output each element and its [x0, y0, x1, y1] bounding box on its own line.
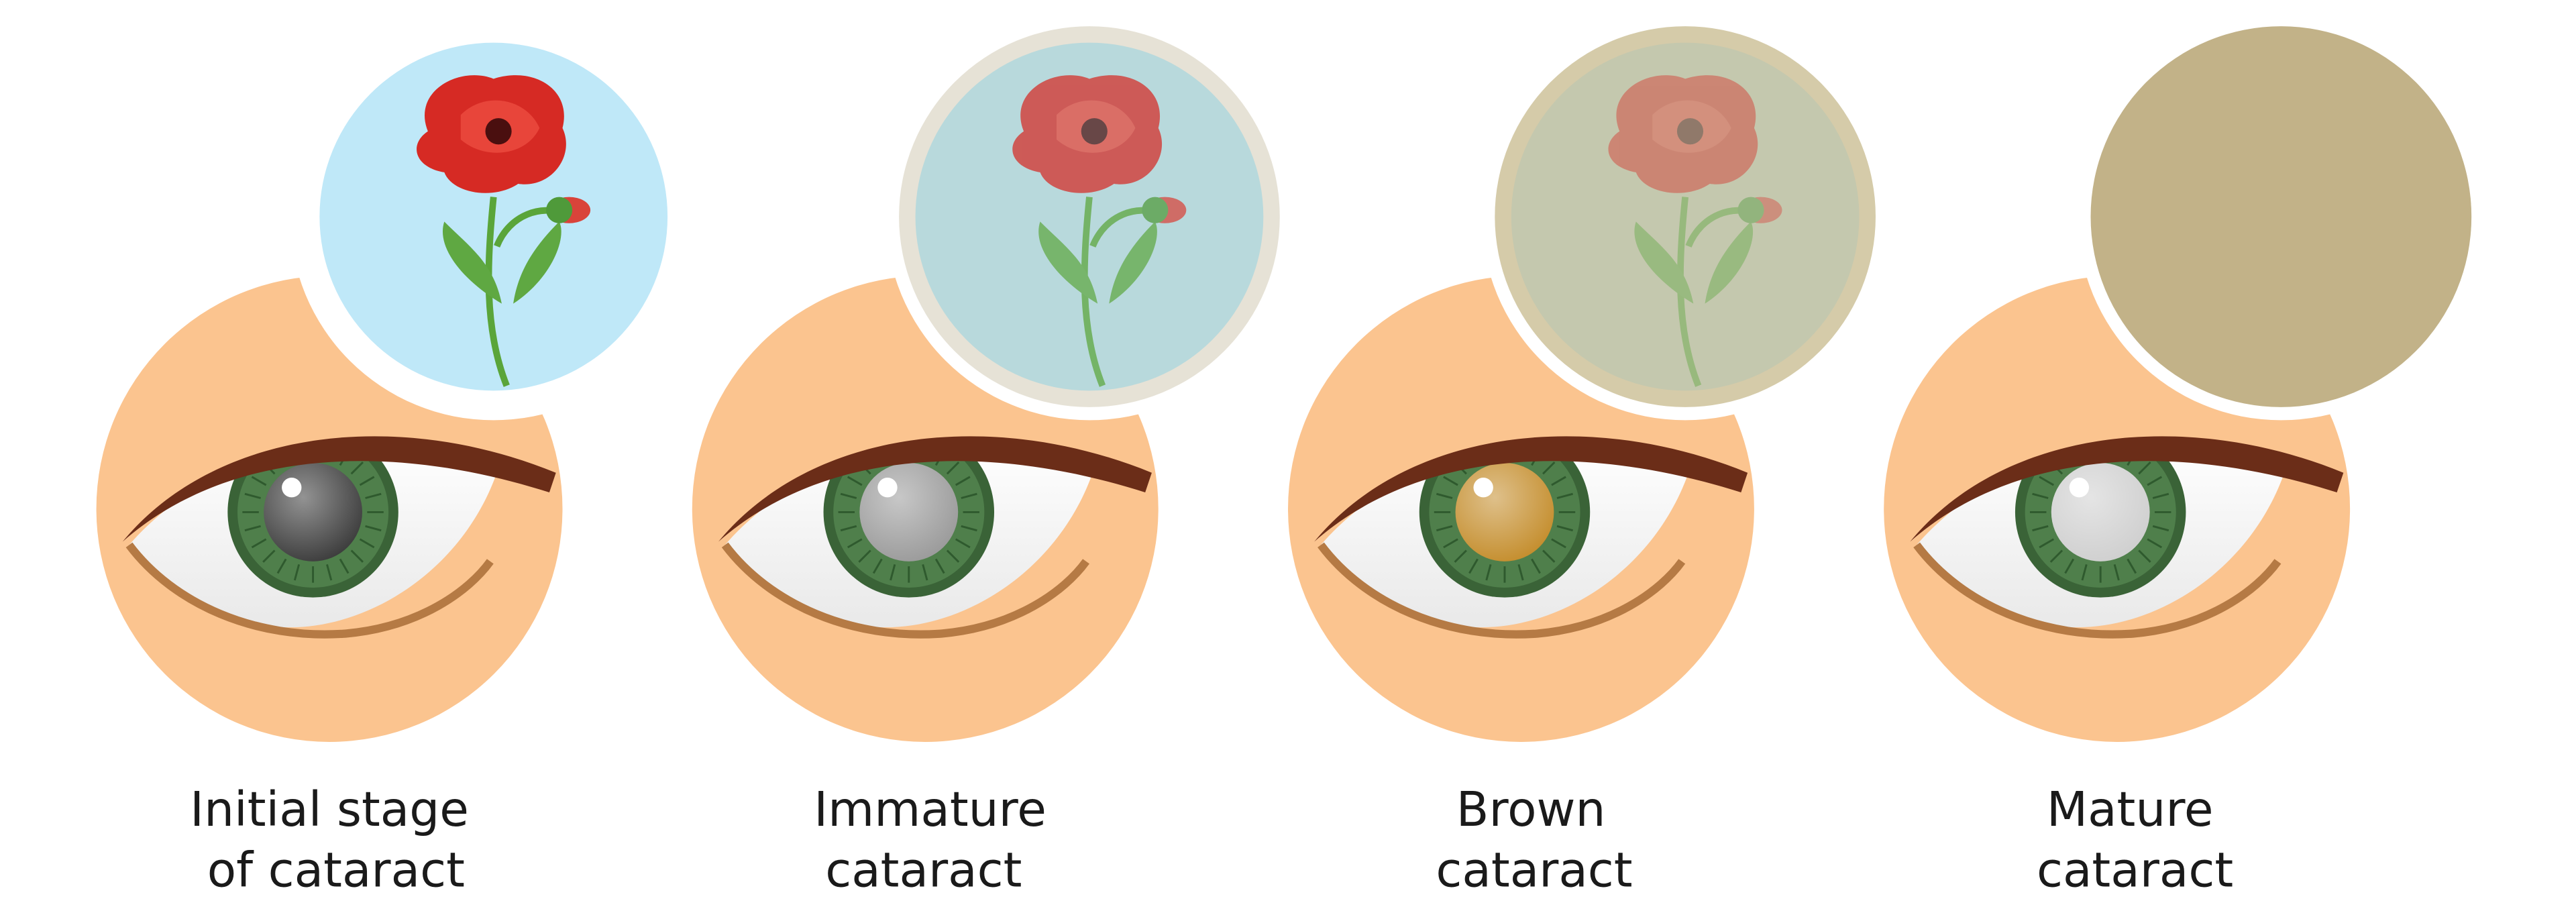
- iris-fiber: [1551, 538, 1566, 549]
- stage-panel-initial: [96, 13, 698, 742]
- iris-fiber: [1443, 476, 1458, 486]
- iris-fiber: [1556, 525, 1573, 532]
- iris-fiber: [2064, 558, 2075, 574]
- iris-fiber: [955, 476, 971, 486]
- iris-fiber: [1454, 549, 1467, 563]
- iris-fiber: [955, 538, 971, 549]
- iris-fiber: [1556, 492, 1573, 499]
- iris-fiber: [2039, 538, 2054, 549]
- iris-fiber: [858, 549, 871, 563]
- iris-fiber: [1468, 558, 1479, 574]
- vision-circle: [2077, 13, 2485, 421]
- iris-fiber: [276, 558, 287, 574]
- lower-eyelid: [721, 542, 1089, 639]
- iris-group: [1419, 438, 1591, 598]
- iris-fiber: [359, 538, 375, 549]
- iris-fiber: [872, 558, 883, 574]
- lower-eyelid: [1913, 542, 2282, 639]
- iris-fiber: [350, 549, 364, 563]
- eye-highlight: [282, 478, 302, 498]
- iris-fiber: [840, 525, 857, 532]
- label-brown-line2: cataract: [1436, 842, 1632, 898]
- label-initial-line2: of cataract: [207, 842, 465, 898]
- iris-fiber: [2147, 538, 2163, 549]
- iris-fiber: [2039, 476, 2054, 486]
- iris-fiber: [350, 461, 364, 475]
- eye-highlight: [877, 478, 898, 498]
- iris-fiber: [339, 558, 350, 574]
- iris-fiber: [365, 492, 382, 499]
- iris-fiber: [251, 476, 267, 486]
- iris-fiber: [922, 564, 928, 581]
- lens-shine: [2051, 463, 2150, 561]
- iris-fiber: [847, 476, 863, 486]
- iris-fiber: [1517, 564, 1524, 581]
- iris-fiber: [2032, 525, 2049, 532]
- iris-fiber: [359, 476, 375, 486]
- label-immature-line2: cataract: [825, 842, 1022, 898]
- iris-fiber: [934, 558, 945, 574]
- eye-highlight: [2069, 478, 2090, 498]
- iris-fiber: [244, 492, 261, 499]
- label-immature-line1: Immature: [814, 782, 1046, 837]
- iris-fiber: [365, 525, 382, 532]
- label-brown-line1: Brown: [1456, 782, 1606, 837]
- iris-fiber: [946, 549, 960, 563]
- iris-fiber: [1485, 564, 1492, 581]
- iris-fiber: [293, 564, 301, 581]
- iris-fiber: [961, 492, 977, 499]
- iris-fiber: [2127, 558, 2137, 574]
- vision-circle: [290, 13, 698, 421]
- iris-fiber: [2138, 461, 2151, 475]
- label-mature-line1: Mature: [2047, 782, 2214, 837]
- lens-shine: [264, 463, 362, 561]
- iris-fiber: [1436, 525, 1453, 532]
- iris-fiber: [2147, 476, 2163, 486]
- lower-eyelid: [1318, 542, 1686, 639]
- iris-fiber: [2032, 492, 2049, 499]
- iris-fiber: [2081, 564, 2088, 581]
- iris-fiber: [1542, 461, 1556, 475]
- stage-panel-brown: [1288, 13, 1889, 742]
- iris-fiber: [262, 549, 276, 563]
- iris-fiber: [326, 564, 333, 581]
- iris-fiber: [2152, 525, 2169, 532]
- iris-fiber: [2138, 549, 2151, 563]
- vision-circle: [885, 13, 1293, 421]
- stage-panel-immature: [692, 13, 1293, 742]
- upper-eyelid: [122, 436, 556, 542]
- lens-shine: [1455, 463, 1554, 561]
- iris-fiber: [890, 564, 896, 581]
- iris-fiber: [244, 525, 261, 532]
- label-initial-line1: Initial stage: [190, 782, 469, 837]
- iris-fiber: [1531, 558, 1541, 574]
- iris-fiber: [847, 538, 863, 549]
- upper-eyelid: [1314, 436, 1748, 542]
- label-mature-line2: cataract: [2037, 842, 2233, 898]
- vision-background: [2106, 42, 2455, 391]
- iris-fiber: [2049, 549, 2063, 563]
- eye-highlight: [1473, 478, 1493, 498]
- iris-fiber: [1436, 492, 1453, 499]
- iris-fiber: [1551, 476, 1566, 486]
- iris-fiber: [1443, 538, 1458, 549]
- iris-fiber: [1542, 549, 1556, 563]
- iris-fiber: [946, 461, 960, 475]
- iris-fiber: [2113, 564, 2120, 581]
- lens-shine: [859, 463, 959, 561]
- lower-eyelid: [125, 542, 494, 639]
- iris-fiber: [251, 538, 267, 549]
- iris-fiber: [840, 492, 857, 499]
- upper-eyelid: [1910, 436, 2344, 542]
- iris-fiber: [961, 525, 977, 532]
- vision-circle: [1481, 13, 1889, 421]
- iris-fiber: [2152, 492, 2169, 499]
- upper-eyelid: [718, 436, 1152, 542]
- stage-panel-mature: [1884, 13, 2485, 742]
